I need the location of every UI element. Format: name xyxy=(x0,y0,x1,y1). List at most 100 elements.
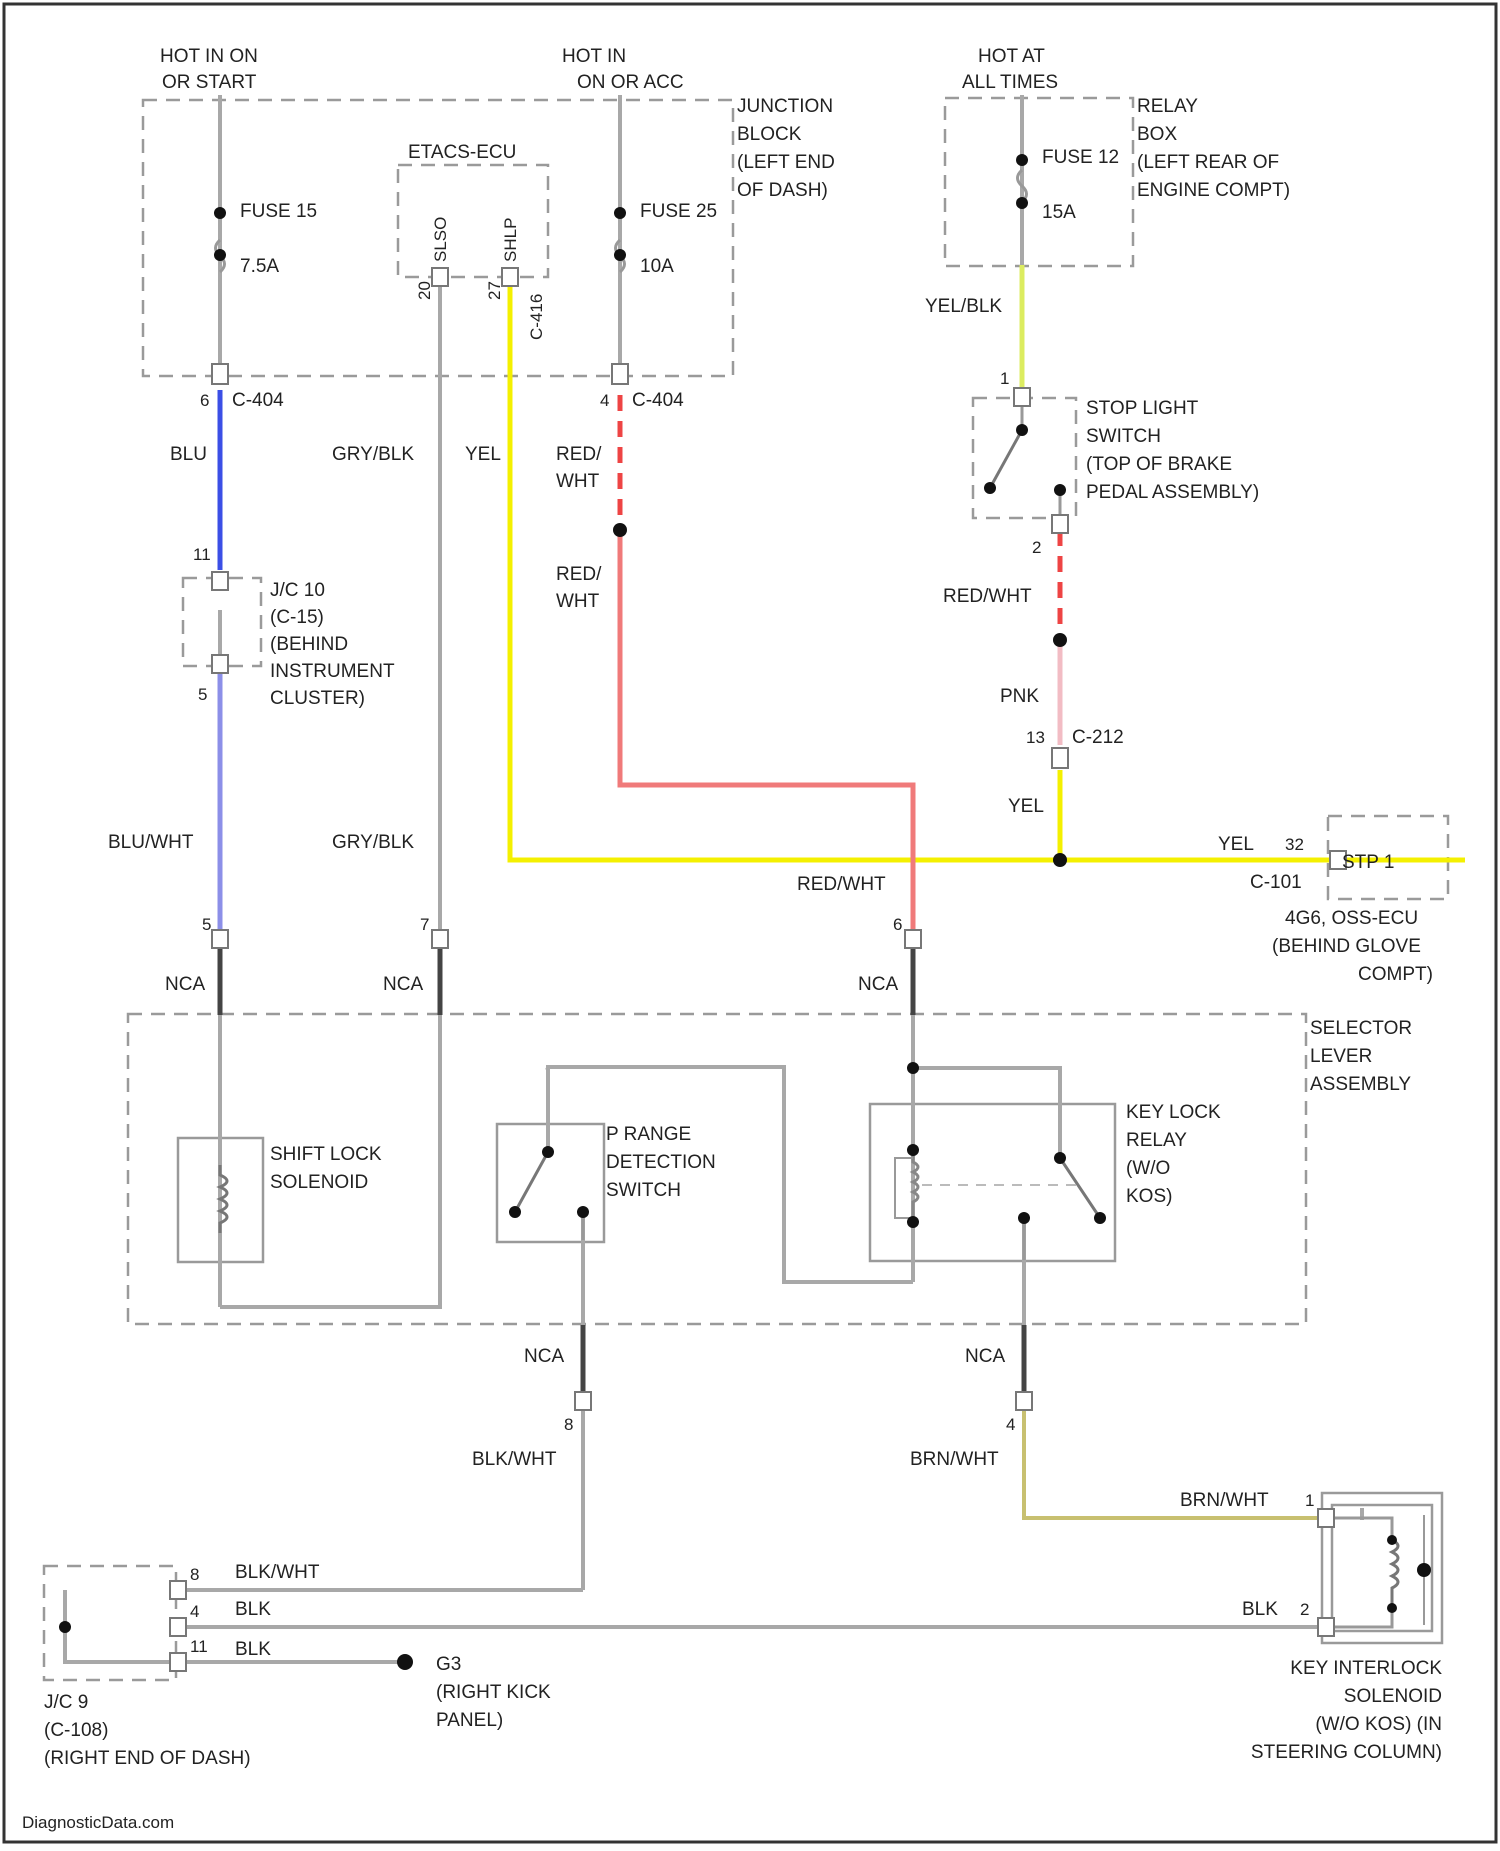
label-relay-box-2: BOX xyxy=(1137,124,1177,145)
label-red-wht-2b: WHT xyxy=(556,591,600,612)
label-selector-1: SELECTOR xyxy=(1310,1018,1412,1039)
label-jc9-pin4: 4 xyxy=(190,1602,199,1621)
label-selector-2: LEVER xyxy=(1310,1046,1372,1067)
label-relay-box-4: ENGINE COMPT) xyxy=(1137,180,1290,201)
label-jc10-5: CLUSTER) xyxy=(270,688,365,709)
label-fuse12-amp: 15A xyxy=(1042,202,1076,223)
p-range-switch-contact xyxy=(515,1152,583,1240)
label-junction-block-2: BLOCK xyxy=(737,124,802,145)
label-pin-27: 27 xyxy=(485,281,504,300)
label-pin-shlp: SHLP xyxy=(501,218,520,262)
label-fuse12: FUSE 12 xyxy=(1042,147,1119,168)
label-jc10-3: (BEHIND xyxy=(270,634,348,655)
label-blu: BLU xyxy=(170,444,207,465)
label-jc10-pin11: 11 xyxy=(193,545,211,564)
gray-wires xyxy=(65,95,1362,1662)
label-etacs-ecu: ETACS-ECU xyxy=(408,142,516,163)
label-p-range-1: P RANGE xyxy=(606,1124,691,1145)
label-c404-right: C-404 xyxy=(632,390,684,411)
label-c212-pin: 13 xyxy=(1026,728,1045,747)
label-key-interlock-1: KEY INTERLOCK xyxy=(1290,1658,1442,1679)
label-yel-3: YEL xyxy=(1218,834,1254,855)
label-pin-slso: SLSO xyxy=(431,217,450,262)
label-jc9-1: J/C 9 xyxy=(44,1692,88,1713)
label-red-wht-1a: RED/ xyxy=(556,444,602,465)
key-interlock-solenoid-inner xyxy=(1332,1505,1432,1631)
label-key-interlock-4: STEERING COLUMN) xyxy=(1251,1742,1442,1763)
label-pin6-left: 6 xyxy=(200,391,209,410)
diagram-labels: HOT IN ON OR START HOT IN ON OR ACC HOT … xyxy=(22,46,1442,1832)
label-jc9-3: (RIGHT END OF DASH) xyxy=(44,1748,251,1769)
label-c101: C-101 xyxy=(1250,872,1302,893)
label-p-range-3: SWITCH xyxy=(606,1180,681,1201)
label-key-lock-4: KOS) xyxy=(1126,1186,1172,1207)
label-key-interlock-2: SOLENOID xyxy=(1344,1686,1442,1707)
label-gry-blk-2: GRY/BLK xyxy=(332,832,414,853)
label-blk-wht-2: BLK/WHT xyxy=(235,1562,320,1583)
label-yel-1: YEL xyxy=(465,444,501,465)
label-stop-light-3: (TOP OF BRAKE xyxy=(1086,454,1232,475)
label-yel-2: YEL xyxy=(1008,796,1044,817)
label-yel-blk: YEL/BLK xyxy=(925,296,1002,317)
label-pin5: 5 xyxy=(202,915,211,934)
label-red-wht-3: RED/WHT xyxy=(943,586,1032,607)
label-blk-wht-1: BLK/WHT xyxy=(472,1449,557,1470)
label-hot-on-start-1: HOT IN ON xyxy=(160,46,258,67)
connector-terminals xyxy=(170,268,1346,1671)
stop-light-switch-contact xyxy=(990,400,1060,520)
relay-box-box xyxy=(945,98,1133,266)
label-sl-pin1: 1 xyxy=(1000,369,1009,388)
label-jc10-pin5: 5 xyxy=(198,685,207,704)
key-lock-relay-box xyxy=(870,1104,1115,1261)
label-red-wht-4: RED/WHT xyxy=(797,874,886,895)
label-hot-on-acc-2: ON OR ACC xyxy=(577,72,684,93)
label-pin32: 32 xyxy=(1285,835,1304,854)
label-key-lock-2: RELAY xyxy=(1126,1130,1187,1151)
label-red-wht-2a: RED/ xyxy=(556,564,602,585)
label-blk-3: BLK xyxy=(235,1639,271,1660)
outer-frame xyxy=(4,4,1496,1842)
label-hot-all-times-2: ALL TIMES xyxy=(962,72,1058,93)
label-ecu-1: 4G6, OSS-ECU xyxy=(1285,908,1418,929)
key-lock-relay-internals xyxy=(895,1150,1100,1260)
label-nca-1: NCA xyxy=(165,974,205,995)
label-c416: C-416 xyxy=(527,294,546,340)
label-pin6: 6 xyxy=(893,915,902,934)
label-pin4-right: 4 xyxy=(600,391,609,410)
label-key-lock-1: KEY LOCK xyxy=(1126,1102,1221,1123)
label-nca-5: NCA xyxy=(965,1346,1005,1367)
label-pnk: PNK xyxy=(1000,686,1039,707)
label-selector-3: ASSEMBLY xyxy=(1310,1074,1411,1095)
label-stp: STP 1 xyxy=(1342,852,1394,873)
label-hot-on-start-2: OR START xyxy=(162,72,257,93)
label-pin8: 8 xyxy=(564,1415,573,1434)
label-hot-on-acc-1: HOT IN xyxy=(562,46,626,67)
label-jc9-pin8: 8 xyxy=(190,1565,199,1584)
label-brn-wht-1: BRN/WHT xyxy=(910,1449,999,1470)
label-jc10-4: INSTRUMENT xyxy=(270,661,395,682)
key-interlock-coil xyxy=(1325,1515,1424,1627)
label-junction-block-4: OF DASH) xyxy=(737,180,828,201)
label-stop-light-1: STOP LIGHT xyxy=(1086,398,1199,419)
label-p-range-2: DETECTION xyxy=(606,1152,716,1173)
label-c212: C-212 xyxy=(1072,727,1124,748)
shift-lock-coil xyxy=(220,1165,227,1233)
label-jc10-2: (C-15) xyxy=(270,607,324,628)
label-ki-pin1: 1 xyxy=(1305,1491,1314,1510)
label-sl-pin2: 2 xyxy=(1032,538,1041,557)
label-jc10-1: J/C 10 xyxy=(270,580,325,601)
label-blu-wht: BLU/WHT xyxy=(108,832,194,853)
ground-g3-symbol xyxy=(397,1654,413,1670)
label-pin-20: 20 xyxy=(415,281,434,300)
watermark: DiagnosticData.com xyxy=(22,1813,174,1832)
label-kick-panel-2: PANEL) xyxy=(436,1710,503,1731)
label-g3: G3 xyxy=(436,1654,461,1675)
label-pin7: 7 xyxy=(420,915,429,934)
label-c404-left: C-404 xyxy=(232,390,284,411)
label-shift-lock-2: SOLENOID xyxy=(270,1172,368,1193)
label-fuse25: FUSE 25 xyxy=(640,201,717,222)
label-ecu-3: COMPT) xyxy=(1358,964,1433,985)
label-kick-panel-1: (RIGHT KICK xyxy=(436,1682,551,1703)
label-shift-lock-1: SHIFT LOCK xyxy=(270,1144,382,1165)
